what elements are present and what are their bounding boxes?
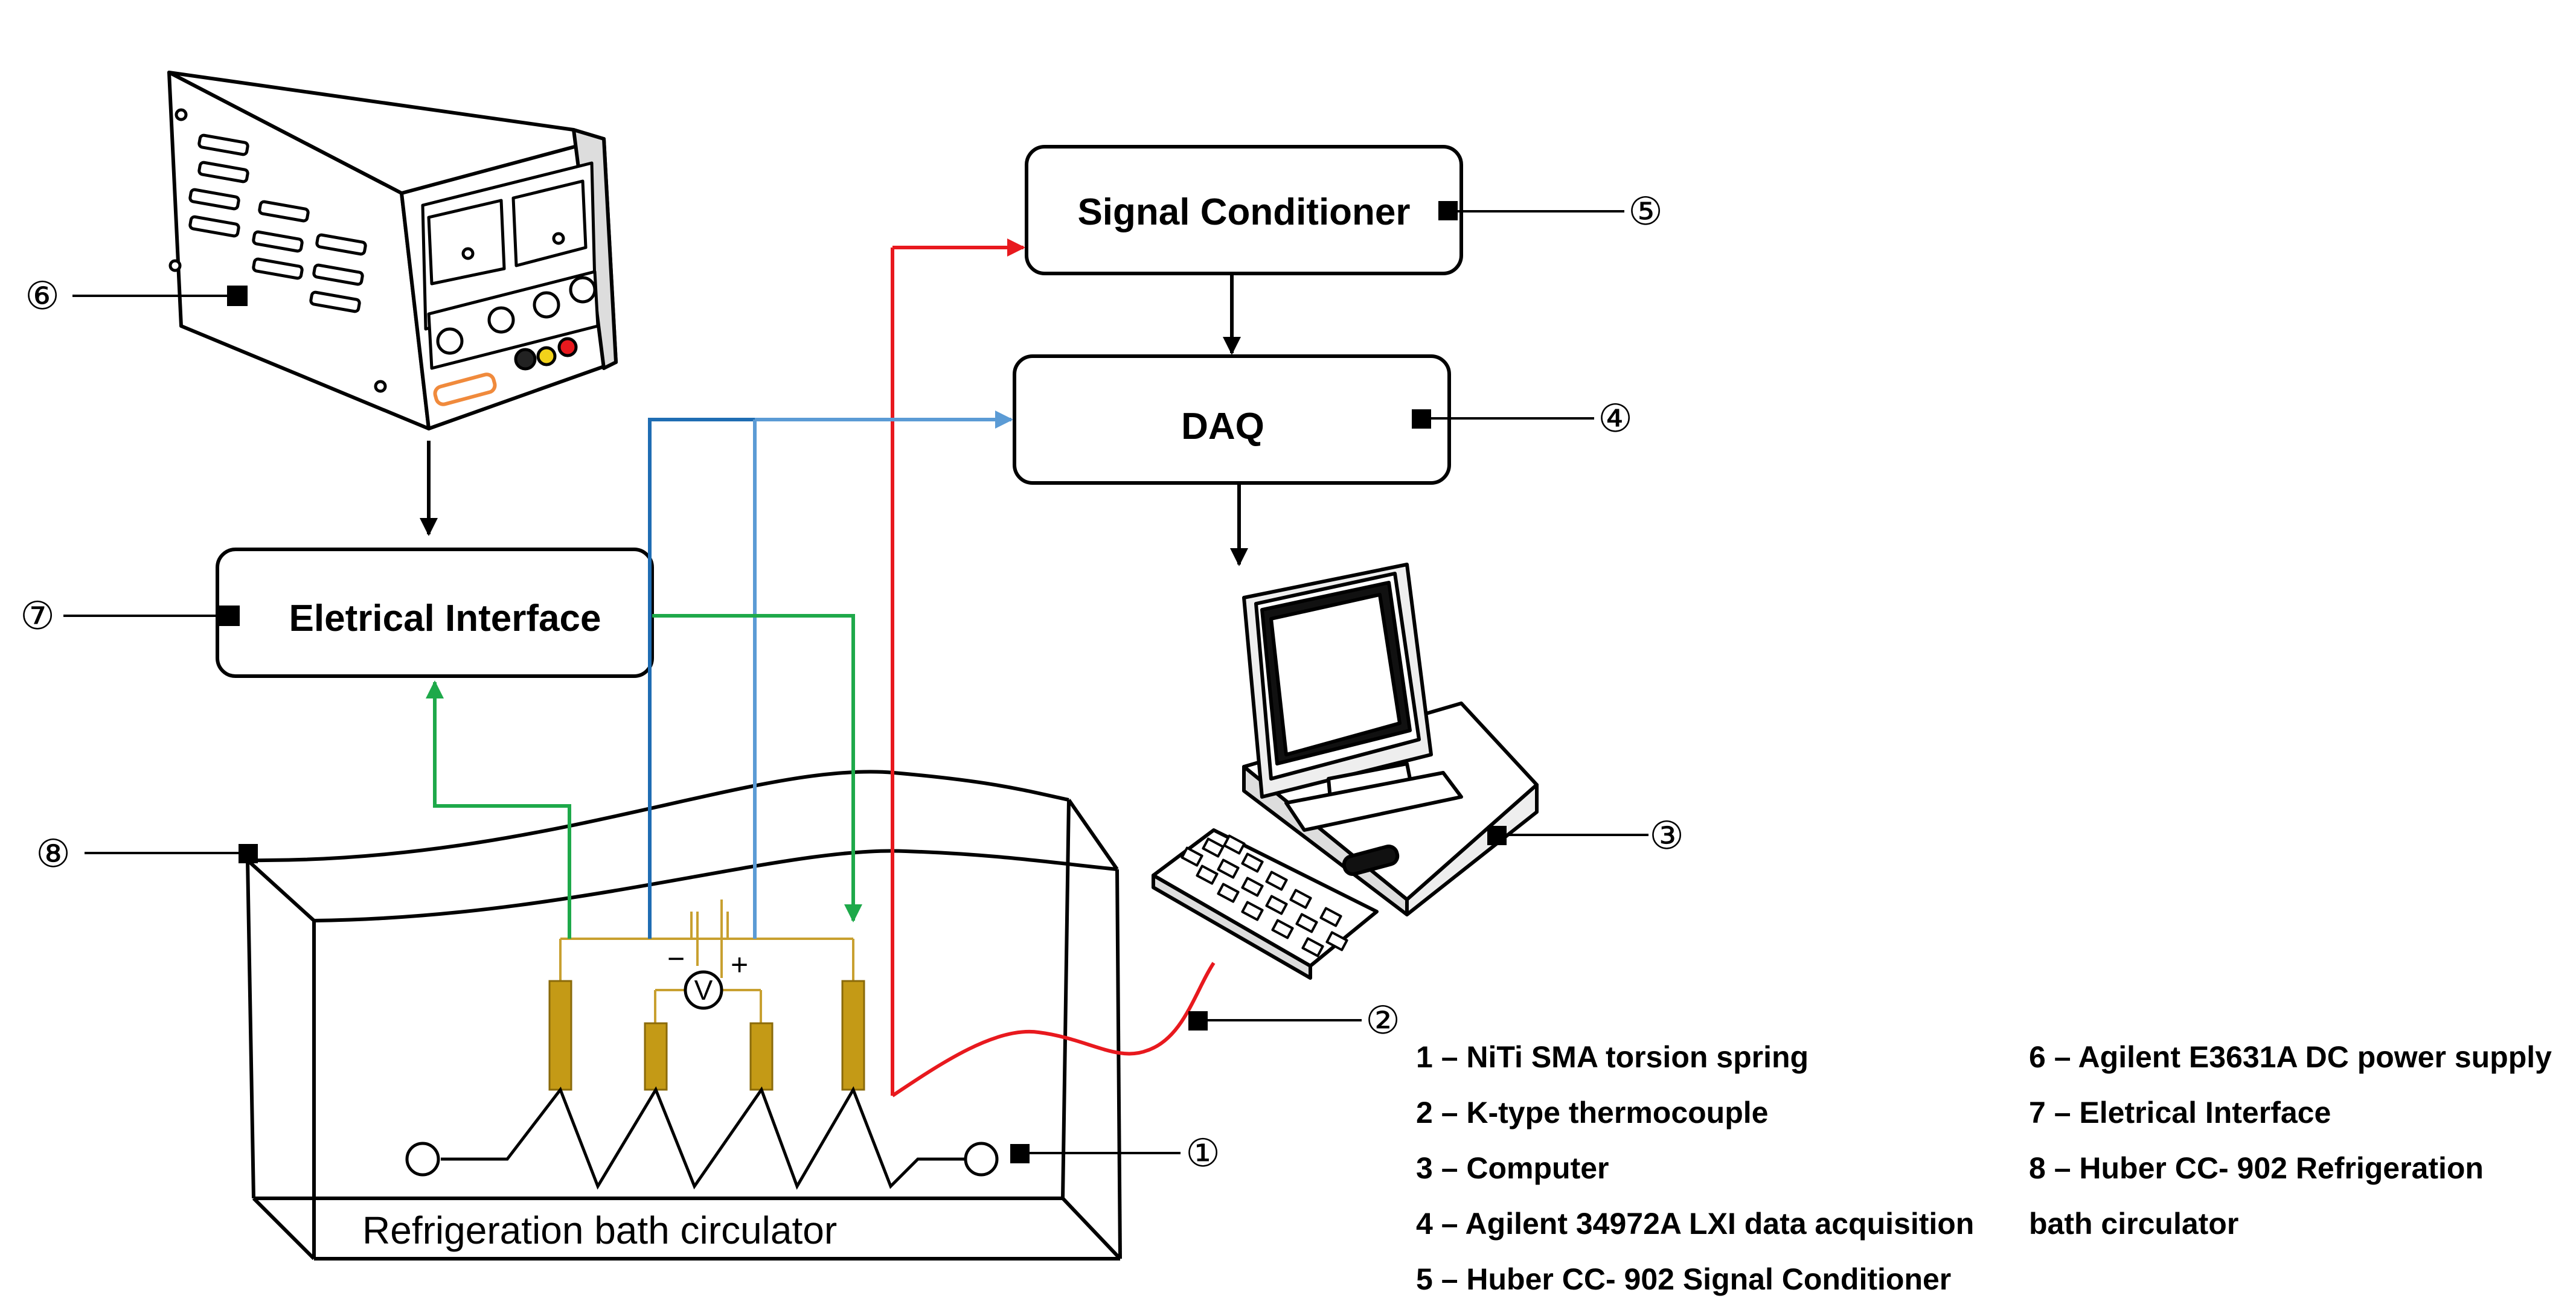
daq-box: DAQ: [1013, 354, 1451, 485]
electrical-interface-label: Eletrical Interface: [289, 598, 601, 639]
voltage-wires: [648, 411, 1013, 939]
spring-terminal-1: [548, 980, 572, 1091]
legend-item-5: 5 – Huber CC- 902 Signal Conditioner: [1416, 1262, 1951, 1296]
callout-leaders: [63, 201, 1648, 1163]
callout-7: ⑦: [20, 594, 54, 639]
voltmeter: [684, 970, 723, 1010]
signal-conditioner-label: Signal Conditioner: [1077, 191, 1410, 233]
legend-item-8: 8 – Huber CC- 902 Refrigeration: [2029, 1151, 2484, 1185]
refrigeration-bath: [246, 770, 1122, 1261]
legend-item-3: 3 – Computer: [1416, 1151, 1609, 1185]
legend: 1 – NiTi SMA torsion spring 2 – K-type t…: [1416, 1040, 2552, 1296]
legend-item-6: 6 – Agilent E3631A DC power supply: [2029, 1040, 2552, 1074]
daq-label: DAQ: [1181, 406, 1264, 447]
callout-numbers: ⑥ ⑦ ⑧ ⑤ ④ ③ ② ①: [20, 190, 1684, 1176]
thermocouple-wire: [891, 238, 1216, 1098]
spring-terminal-4: [841, 980, 865, 1091]
plus-sign: +: [731, 948, 748, 982]
dc-power-supply: [167, 71, 618, 430]
current-wires: [426, 614, 862, 939]
signal-conditioner-box: Signal Conditioner: [1025, 145, 1463, 275]
bath-label: Refrigeration bath circulator: [362, 1209, 837, 1252]
spring-terminal-2: [644, 1022, 668, 1091]
callout-6: ⑥: [25, 274, 59, 319]
spring-circuit: − + V: [405, 900, 999, 1190]
callout-3: ③: [1649, 814, 1684, 858]
legend-item-8-cont: bath circulator: [2029, 1207, 2238, 1241]
voltmeter-label: V: [694, 974, 713, 1006]
computer: [1152, 563, 1539, 980]
flow-arrows: [420, 273, 1248, 566]
callout-1: ①: [1185, 1131, 1220, 1176]
legend-item-2: 2 – K-type thermocouple: [1416, 1096, 1768, 1130]
sma-torsion-spring: [441, 1086, 981, 1190]
legend-item-1: 1 – NiTi SMA torsion spring: [1416, 1040, 1809, 1074]
legend-item-4: 4 – Agilent 34972A LXI data acquisition: [1416, 1207, 1974, 1241]
electrical-interface-box: Eletrical Interface: [216, 548, 654, 678]
legend-item-7: 7 – Eletrical Interface: [2029, 1096, 2331, 1130]
callout-5: ⑤: [1628, 190, 1662, 234]
callout-8: ⑧: [36, 832, 70, 877]
callout-4: ④: [1598, 397, 1632, 441]
callout-2: ②: [1365, 999, 1400, 1043]
spring-terminal-3: [749, 1022, 774, 1091]
minus-sign: −: [667, 942, 685, 976]
